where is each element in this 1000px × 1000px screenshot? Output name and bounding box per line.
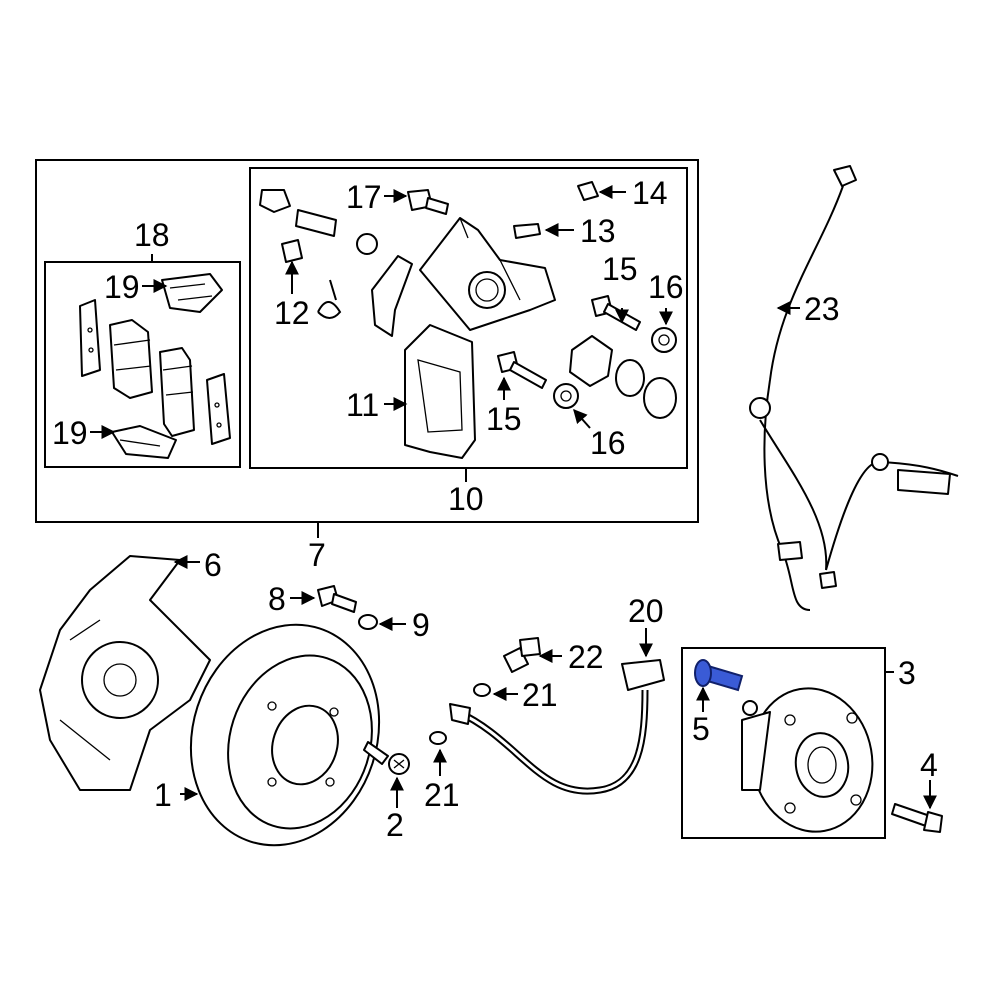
callout-labels: 1 2 3 4 5 6 7 8 9 10 11 12 13 14 15 15 1… xyxy=(52,175,938,843)
callout-16-upper[interactable]: 16 xyxy=(648,269,684,305)
callout-21-right[interactable]: 21 xyxy=(522,677,558,713)
callout-11[interactable]: 11 xyxy=(346,387,379,423)
rotor-screw xyxy=(363,741,410,775)
callout-2[interactable]: 2 xyxy=(386,807,404,843)
callout-12[interactable]: 12 xyxy=(274,295,310,331)
brake-rotor xyxy=(189,623,381,847)
callout-18[interactable]: 18 xyxy=(134,217,170,253)
pad-clips-lower xyxy=(111,425,177,459)
piston-and-seals xyxy=(569,335,677,419)
dust-shield xyxy=(39,555,211,791)
callout-23[interactable]: 23 xyxy=(804,291,840,327)
callout-20[interactable]: 20 xyxy=(628,593,664,629)
wheel-stud xyxy=(694,659,744,692)
callout-6[interactable]: 6 xyxy=(204,547,222,583)
callout-9[interactable]: 9 xyxy=(412,607,430,643)
callout-1[interactable]: 1 xyxy=(154,777,172,813)
caliper-bracket xyxy=(404,324,476,459)
bleeder-cap xyxy=(577,181,599,201)
callout-8[interactable]: 8 xyxy=(268,581,286,617)
caliper-parts-box xyxy=(249,167,688,469)
callout-17[interactable]: 17 xyxy=(346,179,382,215)
callout-5[interactable]: 5 xyxy=(692,711,710,747)
callout-21-lower[interactable]: 21 xyxy=(424,777,460,813)
pad-clips-upper xyxy=(161,273,223,313)
callout-16-lower[interactable]: 16 xyxy=(590,425,626,461)
hub-mount-bolt xyxy=(891,803,943,833)
copper-washers xyxy=(429,683,491,745)
spring-and-washer xyxy=(281,239,342,319)
callout-22[interactable]: 22 xyxy=(568,639,604,675)
callout-10[interactable]: 10 xyxy=(448,481,484,517)
pad-kit-box xyxy=(44,261,241,468)
banjo-bolt xyxy=(503,637,541,673)
brake-hose xyxy=(449,659,665,795)
brake-pads xyxy=(79,299,231,445)
callout-13[interactable]: 13 xyxy=(580,213,616,249)
callout-4[interactable]: 4 xyxy=(920,747,938,783)
guide-bolt-upper xyxy=(407,189,449,215)
callout-7[interactable]: 7 xyxy=(308,537,326,573)
callout-14[interactable]: 14 xyxy=(632,175,668,211)
caliper-assembly-box xyxy=(35,159,699,523)
abs-sensor-wire xyxy=(749,165,959,611)
callout-19-upper[interactable]: 19 xyxy=(104,269,140,305)
callout-15-upper[interactable]: 15 xyxy=(602,251,638,287)
caliper-body xyxy=(419,217,556,331)
caliper-mount-bolt xyxy=(317,585,357,613)
leader-lines xyxy=(90,185,937,810)
callout-15-lower[interactable]: 15 xyxy=(486,401,522,437)
hub-assembly-box xyxy=(681,647,886,839)
callout-3[interactable]: 3 xyxy=(898,655,916,691)
guide-bolts xyxy=(497,295,641,389)
washer xyxy=(358,614,378,630)
caliper-shield-plate xyxy=(371,255,413,337)
bleeder-screw xyxy=(513,223,541,239)
bushings xyxy=(553,327,677,409)
wheel-hub xyxy=(741,687,874,833)
callout-19-lower[interactable]: 19 xyxy=(52,415,88,451)
guide-pin-boots xyxy=(259,189,378,255)
